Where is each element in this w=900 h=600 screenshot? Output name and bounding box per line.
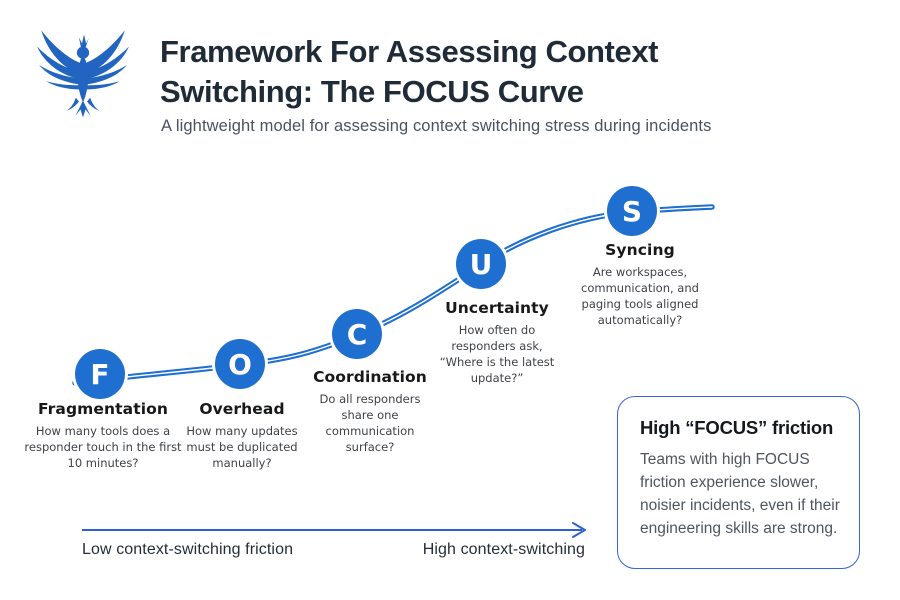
node-description: Are workspaces, communication, and pagin… [581, 265, 699, 327]
node-circle-s: S [607, 186, 657, 236]
node-description: How many updates must be duplicated manu… [186, 424, 298, 470]
node-label: Coordination [313, 368, 427, 386]
node-circle-f: F [75, 349, 125, 399]
node-label: Overhead [199, 400, 285, 418]
node-circle-u: U [456, 239, 506, 289]
axis-label-low: Low context-switching friction [82, 541, 294, 558]
callout-body: Teams with high FOCUS friction experienc… [640, 451, 840, 537]
page-subtitle: A lightweight model for assessing contex… [161, 117, 712, 135]
node-description: How many tools does a responder touch in… [24, 424, 182, 470]
axis-label-high: High context-switching [422, 541, 585, 558]
node-block-fragmentation: Fragmentation How many tools does a resp… [18, 400, 188, 472]
node-label: Fragmentation [37, 400, 169, 418]
node-label: Uncertainty [445, 299, 549, 317]
node-block-overhead: Overhead How many updates must be duplic… [162, 400, 322, 472]
node-letter: O [228, 347, 252, 381]
page-title: Framework For Assessing Context Switchin… [160, 34, 659, 109]
node-block-coordination: Coordination Do all responders share one… [300, 368, 440, 455]
node-circle-o: O [215, 339, 265, 389]
focus-friction-callout: High “FOCUS” friction Teams with high FO… [617, 396, 860, 569]
node-letter: S [621, 194, 643, 228]
node-circle-c: C [332, 309, 382, 359]
node-letter: U [469, 247, 493, 281]
node-letter: C [346, 317, 368, 351]
node-label: Syncing [605, 241, 675, 259]
node-description: Do all responders share one communicatio… [319, 392, 421, 454]
axis-labels: Low context-switching friction High cont… [82, 541, 585, 559]
node-block-syncing: Syncing Are workspaces, communication, a… [575, 241, 705, 328]
phoenix-logo-icon [37, 30, 129, 118]
node-description: How often do responders ask, “Where is t… [439, 323, 555, 385]
callout-title: High “FOCUS” friction [640, 417, 834, 438]
node-block-uncertainty: Uncertainty How often do responders ask,… [422, 299, 572, 386]
node-letter: F [90, 357, 110, 391]
